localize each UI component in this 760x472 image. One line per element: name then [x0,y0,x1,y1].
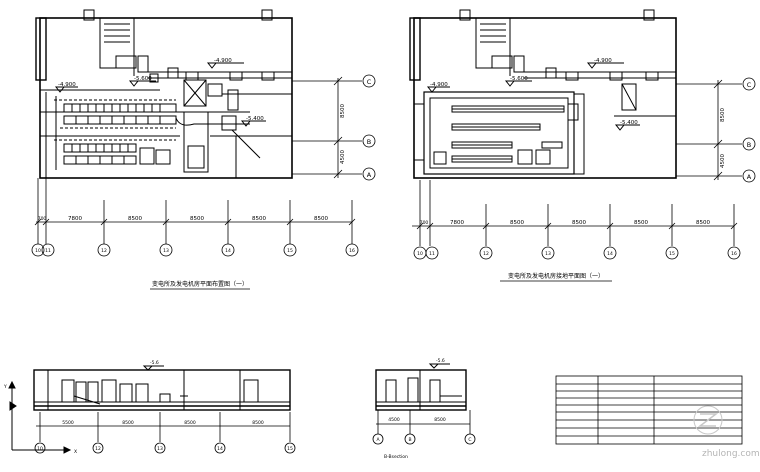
elevation-label: -5.600 [134,76,152,82]
dimension-label: 8500 [314,216,328,222]
axis-label: 11 [429,251,435,257]
axis-label: C [468,437,471,443]
axis-label: C [367,78,372,86]
section-left [8,365,291,454]
dimension-label: 8500 [720,108,726,122]
drawing-title: 变电所及发电机房平面布置图（一） [152,280,248,288]
axis-label: X [74,449,77,455]
plan-left [35,9,293,179]
dimension-label: 8500 [252,216,266,222]
section-right [375,363,467,411]
elevation-label: -4.900 [594,58,612,64]
dimension-label: 4500 [340,150,346,164]
title-block [555,375,743,445]
dimension-label: 8500 [634,220,648,226]
dimension-label: 700 [420,220,429,226]
axis-label: B [747,141,751,149]
axis-label: 13 [157,446,163,452]
axis-label: B [408,437,411,443]
axis-label: A [367,171,372,179]
dimension-label: 8500 [128,216,142,222]
elevation-label: -5.6 [436,358,445,364]
elevation-label: -5.600 [510,76,528,82]
axis-label: 11 [45,248,51,254]
axis-label: 15 [287,248,293,254]
axis-label: 14 [217,446,223,452]
dimension-label: 8500 [184,420,196,426]
section-left-col-axes [34,412,296,454]
axis-label: 10 [37,446,43,452]
elevation-label: -5.400 [620,120,638,126]
plan-right [409,9,677,179]
dimension-label: 8500 [340,104,346,118]
elevation-label: -5.6 [150,360,159,366]
dimension-label: 8500 [572,220,586,226]
axis-label: A [747,173,752,181]
axis-label: 15 [287,446,293,452]
plan-left-row-axes [292,74,376,181]
dimension-label: 8500 [434,417,446,423]
axis-label: C [747,81,752,89]
dimension-label: 8500 [510,220,524,226]
watermark: zhulong.com [693,405,760,459]
axis-label: B [367,138,371,146]
axis-label: 14 [607,251,613,257]
section-right-col-axes [372,410,476,445]
dimension-label: 4500 [388,417,400,423]
plan-right-row-axes [676,77,756,183]
drawing-title: 变电所及发电机房接地平面图（一） [508,272,604,280]
elevation-label: -5.400 [246,116,264,122]
axis-label: Y [3,384,7,390]
axis-label: 12 [95,446,101,452]
elevation-label: -4.900 [58,82,76,88]
elevation-label: -4.900 [430,82,448,88]
dimension-label: 4500 [720,154,726,168]
axis-label: 14 [225,248,231,254]
axis-label: A [376,437,380,443]
plan-left-col-axes [31,178,359,257]
dimension-label: 8500 [696,220,710,226]
axis-label: 13 [545,251,551,257]
axis-label: 10 [35,248,41,254]
axis-label: 13 [163,248,169,254]
plan-right-col-axes [412,180,741,260]
drawing-title: B-Bsection [384,454,408,460]
axis-label: 16 [731,251,737,257]
dimension-label: 8500 [190,216,204,222]
axis-label: 12 [101,248,107,254]
dimension-label: 7800 [68,216,82,222]
axis-label: 12 [483,251,489,257]
elevation-label: -4.900 [214,58,232,64]
axis-label: 15 [669,251,675,257]
dimension-label: 7800 [450,220,464,226]
dimension-label: 8500 [122,420,134,426]
dimension-label: 5500 [62,420,74,426]
watermark-text: zhulong.com [702,449,760,459]
dimension-label: 700 [38,216,47,222]
axis-label: 16 [349,248,355,254]
axis-label: 10 [417,251,423,257]
dimension-label: 8500 [252,420,264,426]
